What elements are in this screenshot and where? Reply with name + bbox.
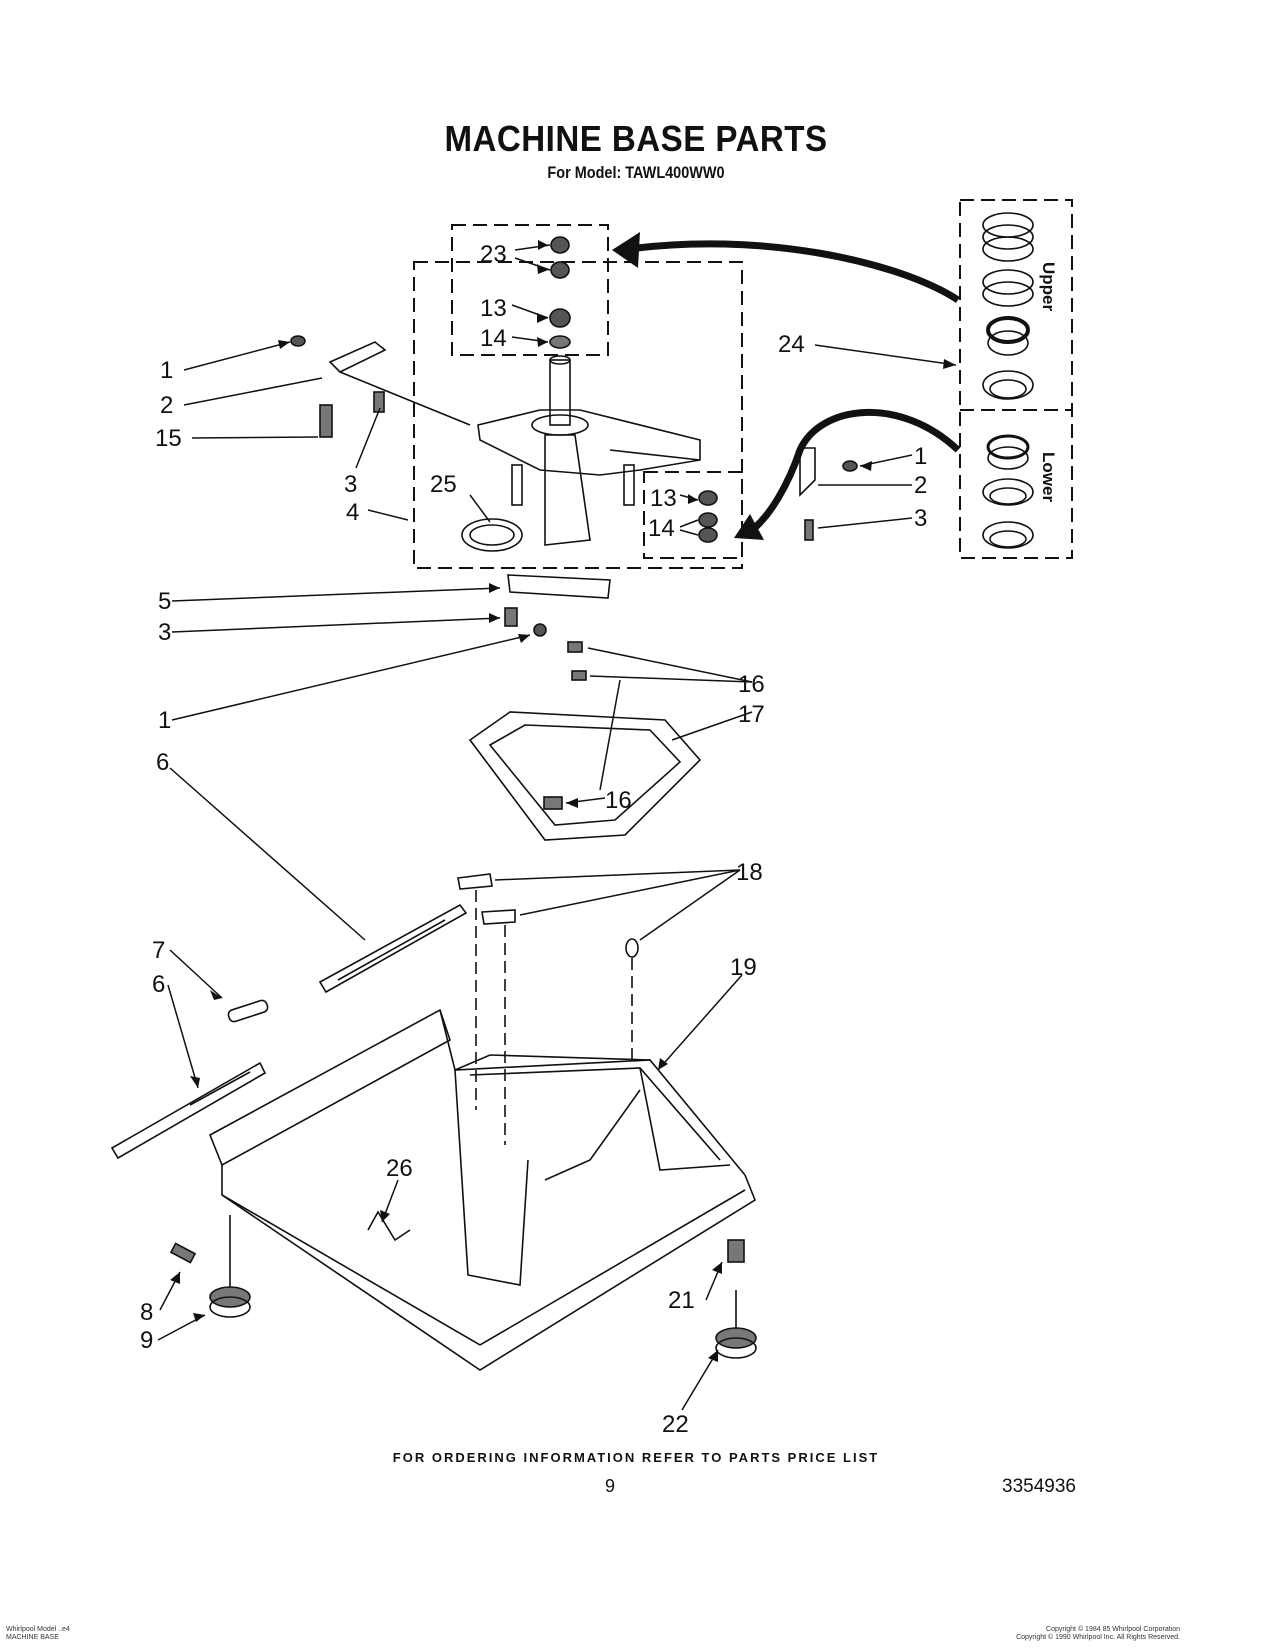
- bearing-box-parts: [698, 490, 718, 543]
- footer-copyright-line2: Copyright © 1990 Whirlpool Inc. All Righ…: [1016, 1634, 1180, 1641]
- arrow-to-top-box: [612, 232, 960, 303]
- callout-18: 18: [736, 859, 763, 886]
- callout-1: 1: [160, 357, 173, 384]
- footer-copyright-line1: Copyright © 1984 85 Whirlpool Corporatio…: [1046, 1626, 1180, 1633]
- callout-5: 5: [158, 588, 171, 615]
- callout-1-right: 1: [914, 443, 927, 470]
- callout-3: 3: [344, 471, 357, 498]
- callout-17: 17: [738, 701, 765, 728]
- foot-left: [169, 1215, 251, 1318]
- callout-13-bearing: 13: [650, 485, 677, 512]
- callout-25: 25: [430, 471, 457, 498]
- dashed-box-inset: [959, 199, 1073, 559]
- callout-7: 7: [152, 937, 165, 964]
- plate-17: [468, 641, 702, 841]
- callout-16-plate: 16: [605, 787, 632, 814]
- callout-3-right: 3: [914, 505, 927, 532]
- page-title: MACHINE BASE PARTS: [444, 118, 828, 159]
- callout-22: 22: [662, 1411, 689, 1438]
- transmission-assembly: [477, 355, 701, 546]
- inset-lower-bearings: [982, 434, 1034, 549]
- left-clamp-parts: [290, 335, 471, 438]
- footer-small-right: Copyright © 1984 85 Whirlpool Corporatio…: [1016, 1626, 1180, 1642]
- callout-14: 14: [480, 325, 507, 352]
- footer-small-left-line2: MACHINE BASE: [6, 1634, 59, 1641]
- arrow-to-bearing-box: [734, 408, 961, 540]
- callout-4: 4: [346, 499, 359, 526]
- callout-6: 6: [156, 749, 169, 776]
- callout-2-right: 2: [914, 472, 927, 499]
- callout-15: 15: [155, 425, 182, 452]
- callout-9: 9: [140, 1327, 153, 1354]
- base-frame-19: [208, 1008, 756, 1371]
- top-box-parts: [549, 236, 571, 349]
- footer-small-left-line1: Whirlpool Model ..e4: [6, 1626, 70, 1633]
- callout-24: 24: [778, 331, 805, 358]
- inset-upper-label: Upper: [1039, 262, 1058, 312]
- arrowheads: [170, 240, 956, 1362]
- callout-13: 13: [480, 295, 507, 322]
- callout-1-mid: 1: [158, 707, 171, 734]
- brace-6-upper: [318, 903, 468, 994]
- callout-3-mid: 3: [158, 619, 171, 646]
- callout-2: 2: [160, 392, 173, 419]
- clip-7: [227, 999, 269, 1023]
- page-number: 9: [605, 1476, 616, 1496]
- dashed-box-transmission: [413, 261, 743, 569]
- ordering-note: FOR ORDERING INFORMATION REFER TO PARTS …: [392, 1450, 880, 1465]
- callout-23: 23: [480, 241, 507, 268]
- right-clamp-parts: [799, 447, 858, 541]
- bracket-5: [504, 574, 611, 637]
- dashed-box-bearing: [643, 471, 743, 559]
- inset-lower-label: Lower: [1039, 452, 1058, 502]
- ring-25: [461, 518, 523, 552]
- dashed-box-top: [451, 224, 609, 356]
- callout-26: 26: [386, 1155, 413, 1182]
- callout-21: 21: [668, 1287, 695, 1314]
- document-number: 3354936: [1002, 1476, 1076, 1497]
- clips-18: [457, 873, 639, 1145]
- callout-19: 19: [730, 954, 757, 981]
- bracket-26: [367, 1210, 411, 1242]
- callout-8: 8: [140, 1299, 153, 1326]
- callout-16: 16: [738, 671, 765, 698]
- callout-6-lower: 6: [152, 971, 165, 998]
- inset-upper-bearings: [982, 212, 1034, 400]
- foot-right: [715, 1239, 757, 1359]
- model-subtitle: For Model: TAWL400WW0: [547, 163, 725, 182]
- brace-6-lower: [110, 1061, 267, 1160]
- footer-small-left: Whirlpool Model ..e4 MACHINE BASE: [6, 1626, 70, 1642]
- callout-14-bearing: 14: [648, 515, 675, 542]
